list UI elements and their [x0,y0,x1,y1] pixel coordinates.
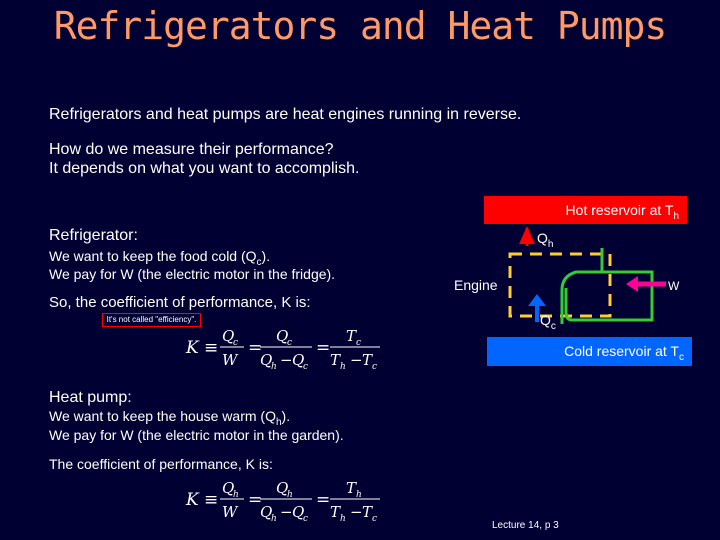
formula-den3-b: T [362,351,373,369]
formula-den2-b: Q [292,503,304,521]
cold-reservoir: Cold reservoir at Tc [487,337,692,366]
formula-num2: Q [276,479,288,497]
formula-num3-sub: c [356,338,361,348]
svg-text:=: = [316,490,330,510]
formula-num3: T [346,327,357,345]
hot-reservoir: Hot reservoir at Th [484,196,687,224]
qh-label: Qh [537,230,554,250]
svg-text:−: − [350,503,363,521]
formula-den2-a: Q [260,351,272,369]
svg-text:=: = [248,490,262,510]
engine-diagram [508,226,666,324]
heat-pump-line-2: We pay for W (the electric motor in the … [49,427,344,443]
question-line-2: It depends on what you want to accomplis… [49,160,360,177]
formula-num1-sub: h [233,490,239,500]
formula-den1: W [222,351,239,369]
equals-sign-1: = [248,338,262,358]
formula-num2-sub: h [287,490,293,500]
formula-den2-a: Q [260,503,272,521]
formula-den3-a: T [330,503,341,521]
heat-pump-formula: K ≡ Q h W = Q h Q h − Q c = T h T h − T … [185,479,380,524]
formula-den3-b-sub: c [372,514,377,524]
heat-pump-cop-line: The coefficient of performance, K is: [49,456,273,472]
heat-pump-line-1: We want to keep the house warm (Qh). [49,408,291,428]
formula-lhs: K [185,338,200,358]
formula-num3: T [346,479,357,497]
formula-den3-a-sub: h [340,514,346,524]
engine-label: Engine [454,277,498,293]
footer-lecture-label: Lecture 14, p 3 [492,520,559,531]
formula-den2-a-sub: h [271,514,277,524]
refrigerator-line-2: We pay for W (the electric motor in the … [49,266,336,282]
svg-text:−: − [280,351,293,369]
equals-sign-2: = [316,338,330,358]
formula-num1: Q [222,479,234,497]
slide-title: Refrigerators and Heat Pumps [53,4,668,48]
formula-den2-b-sub: c [303,362,308,372]
formula-den2-b-sub: c [303,514,308,524]
formula-den2-b: Q [292,351,304,369]
formula-lhs: K [185,490,200,510]
heat-flow-pipe [560,248,604,324]
formula-num2-sub: c [287,338,292,348]
formula-den1: W [222,503,239,521]
refrigerator-formula: K ≡ Q c W = Q c Q h − Q c = T c T h − T … [185,327,380,372]
svg-text:−: − [350,351,363,369]
svg-text:−: − [280,503,293,521]
qh-arrow-icon [519,226,535,244]
refrigerator-heading: Refrigerator: [49,227,138,244]
refrigerator-line-1: We want to keep the food cold (Qc). [49,248,271,268]
formula-num1-sub: c [233,338,238,348]
formula-num2: Q [276,327,288,345]
heat-pump-heading: Heat pump: [49,389,132,406]
intro-text: Refrigerators and heat pumps are heat en… [49,106,522,123]
formula-den3-b-sub: c [372,362,377,372]
qc-label: Qc [540,312,556,332]
equiv-sign: ≡ [204,338,218,358]
engine-box [508,252,612,318]
qc-arrow-icon [528,294,546,306]
work-label: W [668,279,680,293]
work-arrow-icon [626,276,638,292]
formula-den2-a-sub: h [271,362,277,372]
formula-den3-b: T [362,503,373,521]
formula-den3-a-sub: h [340,362,346,372]
formula-den3-a: T [330,351,341,369]
formula-num1: Q [222,327,234,345]
formula-num3-sub: h [356,490,362,500]
efficiency-note: It's not called "efficiency". [102,313,201,327]
question-line-1: How do we measure their performance? [49,141,334,158]
refrigerator-cop-line: So, the coefficient of performance, K is… [49,294,311,311]
svg-text:≡: ≡ [204,490,218,510]
